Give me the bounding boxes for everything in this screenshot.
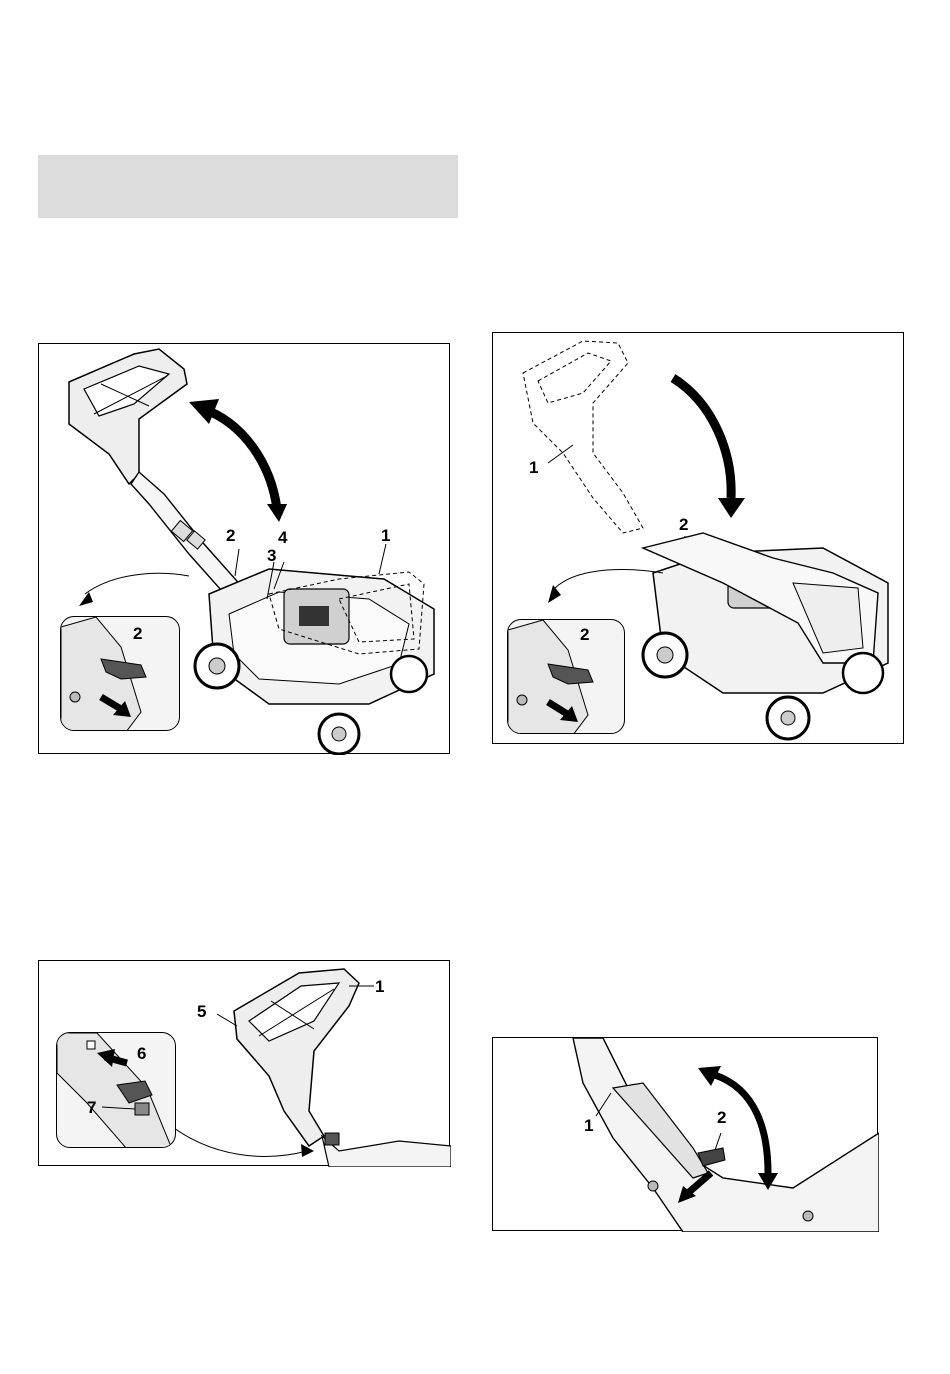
- detail-inset-lever: 2: [507, 619, 625, 734]
- curved-arrow-icon: [673, 378, 731, 498]
- inset-callout-2: 2: [133, 625, 142, 642]
- inset-callout-6: 6: [137, 1045, 146, 1062]
- callout-2: 2: [226, 527, 235, 544]
- detail-inset-lock: 6 7: [56, 1032, 176, 1148]
- callout-1: 1: [375, 978, 384, 995]
- pointer-arrow-icon: [555, 569, 663, 588]
- section-heading-bar: [38, 155, 458, 218]
- callout-2: 2: [679, 516, 688, 533]
- inset-callout-7: 7: [87, 1099, 96, 1116]
- pointer-arrow-icon: [159, 1116, 307, 1156]
- callout-5: 5: [197, 1003, 206, 1020]
- figure-lever-detail: 1 2: [492, 1037, 878, 1231]
- lever-icon: [698, 1148, 725, 1166]
- curved-arrow-icon: [204, 409, 277, 509]
- pointer-arrow-icon: [85, 573, 189, 594]
- callout-1: 1: [381, 527, 390, 544]
- figure-handle-fold-up: 2 3 4 1 2: [38, 343, 450, 754]
- callout-1: 1: [584, 1117, 593, 1134]
- callout-1: 1: [529, 459, 538, 476]
- callout-4: 4: [278, 529, 287, 546]
- figure-handle-lock: 1 5 6 7: [38, 960, 450, 1166]
- figure-handle-fold-down: 1 2 2: [492, 332, 904, 744]
- callout-2: 2: [717, 1109, 726, 1126]
- callout-3: 3: [267, 547, 276, 564]
- detail-inset-lever: 2: [60, 616, 180, 731]
- inset-callout-2: 2: [580, 626, 589, 643]
- lever-detail-illustration: [493, 1038, 879, 1232]
